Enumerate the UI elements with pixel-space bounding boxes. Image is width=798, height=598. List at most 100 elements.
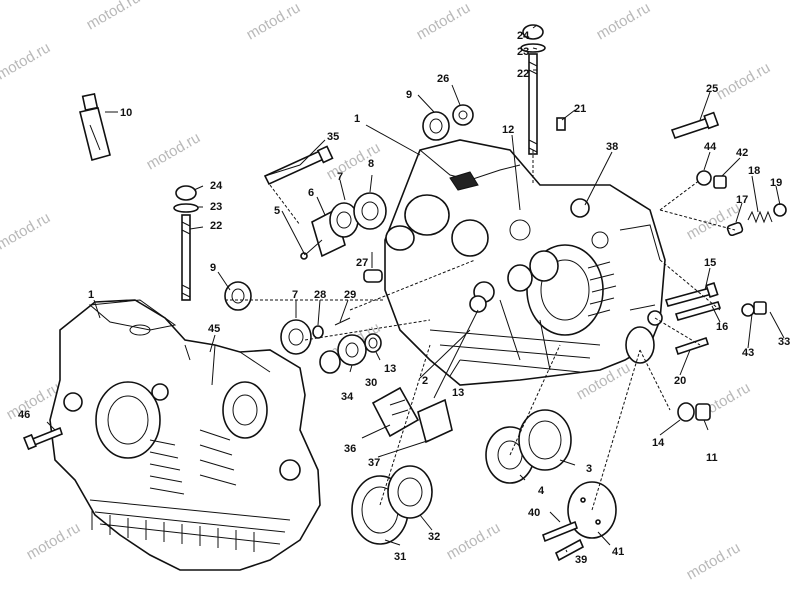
bearing-group-7 (280, 317, 351, 355)
callout-26: 26 (437, 73, 449, 85)
left-crankcase-half (49, 299, 321, 571)
screw-39 (554, 538, 585, 562)
callout-23: 23 (517, 46, 529, 58)
watermark: motod.ru (594, 0, 654, 43)
bearing-12 (529, 250, 559, 282)
watermark: motod.ru (414, 0, 474, 43)
callout-42: 42 (736, 147, 748, 159)
callout-7: 7 (292, 289, 298, 301)
callout-38: 38 (606, 141, 618, 153)
callout-39: 39 (575, 554, 587, 566)
callout-34: 34 (341, 391, 354, 403)
bolt-35 (263, 145, 334, 186)
watermark: motod.ru (0, 39, 53, 83)
callout-13: 13 (384, 363, 396, 375)
bolt-20 (674, 336, 710, 356)
callout-17: 17 (736, 194, 748, 206)
callout-29: 29 (344, 289, 356, 301)
watermark: motod.ru (24, 519, 84, 563)
dowel-2 (469, 295, 487, 313)
callout-16: 16 (716, 321, 728, 333)
callout-7: 7 (337, 171, 343, 183)
bolts-15-16 (664, 282, 722, 321)
dowel-27 (363, 269, 383, 283)
callout-4: 4 (538, 485, 545, 497)
callout-31: 31 (394, 551, 406, 563)
watermark: motod.ru (144, 129, 204, 173)
left-stud-assembly (173, 185, 199, 301)
plug-11-14 (677, 402, 711, 422)
callout-14: 14 (652, 437, 665, 449)
callout-28: 28 (314, 289, 326, 301)
watermark: motod.ru (684, 199, 744, 243)
callout-23: 23 (210, 201, 222, 213)
callout-2: 2 (422, 375, 428, 387)
callout-45: 45 (208, 323, 220, 335)
callout-labels: 10 24 23 22 1 9 35 5 6 7 8 7 28 29 27 45… (18, 30, 790, 566)
callout-19: 19 (770, 177, 782, 189)
callout-43: 43 (742, 347, 754, 359)
watermark: motod.ru (714, 59, 774, 103)
callout-11: 11 (706, 452, 718, 464)
callout-32: 32 (428, 531, 440, 543)
callout-3: 3 (586, 463, 592, 475)
watermark: motod.ru (324, 139, 384, 183)
cover-and-bearings (300, 192, 387, 260)
callout-10: 10 (120, 107, 132, 119)
callout-21: 21 (574, 103, 586, 115)
right-stud-assembly (520, 24, 546, 155)
nut-33-43 (741, 301, 767, 317)
seal-38 (570, 198, 590, 218)
callout-1: 1 (354, 113, 360, 125)
bolt-46 (23, 426, 63, 451)
key-21 (556, 117, 566, 131)
callout-12: 12 (502, 124, 514, 136)
watermark: motod.ru (244, 0, 304, 43)
callout-46: 46 (18, 409, 30, 421)
seal-12 (507, 264, 533, 292)
callout-9: 9 (210, 262, 216, 274)
callout-6: 6 (308, 187, 314, 199)
callout-9: 9 (406, 89, 412, 101)
callout-37: 37 (368, 457, 380, 469)
bearing-3-4 (485, 409, 572, 484)
leader-lines (46, 24, 785, 553)
bearing-9-left (224, 281, 252, 311)
callout-36: 36 (344, 443, 356, 455)
watermark: motod.ru (444, 519, 504, 563)
watermark: motod.ru (84, 0, 144, 33)
callout-22: 22 (210, 220, 222, 232)
callout-15: 15 (704, 257, 716, 269)
callout-27: 27 (356, 257, 368, 269)
callout-33: 33 (778, 336, 790, 348)
plug-42-44 (696, 170, 727, 189)
valve-17-19 (726, 203, 787, 237)
callout-25: 25 (706, 83, 718, 95)
callout-35: 35 (327, 131, 339, 143)
callout-20: 20 (674, 375, 686, 387)
callout-1: 1 (88, 289, 94, 301)
bearing-group-30 (319, 333, 382, 374)
sealant-tube (79, 92, 111, 161)
callout-30: 30 (365, 377, 377, 389)
callout-22: 22 (517, 68, 529, 80)
watermark: motod.ru (0, 209, 53, 253)
callout-41: 41 (612, 546, 624, 558)
callout-44: 44 (704, 141, 717, 153)
bearing-31-32 (351, 465, 433, 545)
callout-13: 13 (452, 387, 464, 399)
callout-40: 40 (528, 507, 540, 519)
screw-40 (542, 520, 578, 543)
bearing-9-top (422, 104, 474, 141)
callout-8: 8 (368, 158, 374, 170)
callout-24: 24 (517, 30, 530, 42)
watermark: motod.ru (684, 539, 744, 583)
callout-5: 5 (274, 205, 280, 217)
parts-layer (23, 24, 787, 562)
right-crankcase-half (384, 139, 666, 386)
plate-and-gasket (371, 386, 453, 444)
callout-18: 18 (748, 165, 760, 177)
callout-24: 24 (210, 180, 223, 192)
